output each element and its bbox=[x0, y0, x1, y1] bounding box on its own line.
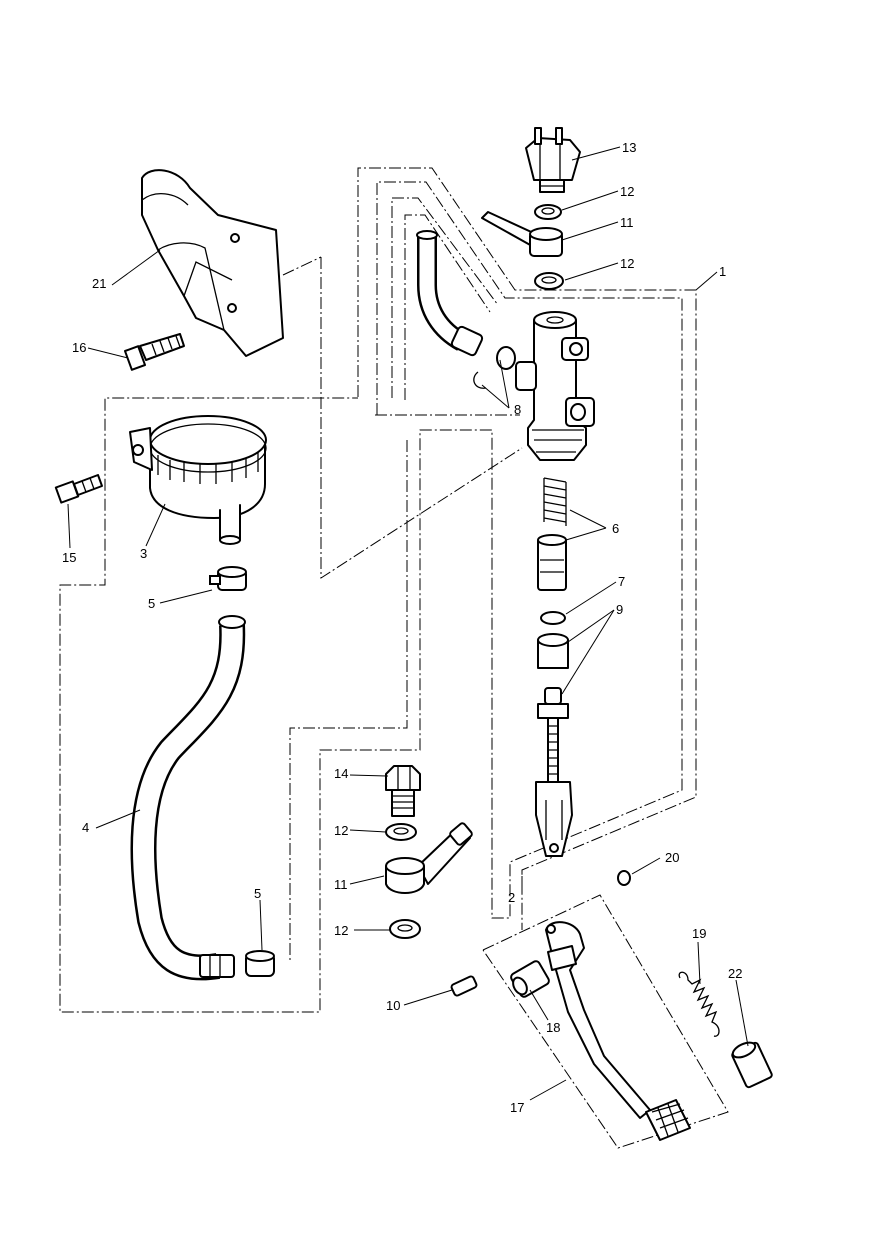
seal-circlip-part-8 bbox=[473, 346, 516, 389]
label-14: 14 bbox=[334, 766, 348, 781]
label-6: 6 bbox=[612, 521, 619, 536]
washer-part-12-upper bbox=[534, 204, 562, 220]
banjo-bolt-part-14 bbox=[385, 765, 421, 817]
spring-piston-part-6 bbox=[537, 477, 567, 591]
assembly-lines bbox=[59, 167, 729, 1149]
label-5-b: 5 bbox=[254, 886, 261, 901]
clip-part-20 bbox=[617, 870, 631, 886]
label-22: 22 bbox=[728, 966, 742, 981]
label-11-a: 11 bbox=[620, 215, 634, 230]
sleeve-part-22 bbox=[731, 1041, 773, 1089]
washer-part-12-lower-b bbox=[389, 919, 421, 939]
label-16: 16 bbox=[72, 340, 86, 355]
label-8: 8 bbox=[514, 402, 521, 417]
label-20: 20 bbox=[665, 850, 679, 865]
label-12-c: 12 bbox=[334, 823, 348, 838]
label-21: 21 bbox=[92, 276, 106, 291]
label-2: 2 bbox=[508, 890, 515, 905]
pin-part-10 bbox=[450, 975, 478, 997]
fluid-reservoir-part-3 bbox=[129, 415, 267, 545]
seal-part-7 bbox=[540, 611, 566, 625]
part-labels: 13 12 11 12 1 21 16 8 6 15 3 7 5 9 14 4 … bbox=[62, 140, 742, 1115]
washer-part-12-lower-a bbox=[385, 823, 417, 841]
return-spring-part-19 bbox=[678, 971, 720, 1037]
label-10: 10 bbox=[386, 998, 400, 1013]
label-19: 19 bbox=[692, 926, 706, 941]
label-18: 18 bbox=[546, 1020, 560, 1035]
label-15: 15 bbox=[62, 550, 76, 565]
label-1: 1 bbox=[719, 264, 726, 279]
master-cylinder-body-part-1 bbox=[515, 311, 595, 461]
banjo-union-part-11-lower bbox=[385, 822, 473, 894]
heel-guard-part-21 bbox=[141, 169, 284, 357]
label-12-b: 12 bbox=[620, 256, 634, 271]
label-7: 7 bbox=[618, 574, 625, 589]
hose-clip-part-5-lower bbox=[245, 950, 275, 977]
label-5-a: 5 bbox=[148, 596, 155, 611]
brake-light-switch-part-13 bbox=[525, 127, 581, 193]
bush-part-18 bbox=[510, 960, 550, 998]
leader-lines bbox=[67, 146, 749, 1101]
label-17: 17 bbox=[510, 1100, 524, 1115]
washer-part-12-middle bbox=[534, 272, 564, 290]
brake-pedal-part-17 bbox=[545, 921, 691, 1141]
bolt-part-16 bbox=[124, 333, 185, 371]
label-13: 13 bbox=[622, 140, 636, 155]
return-tube bbox=[416, 230, 484, 357]
label-4: 4 bbox=[82, 820, 89, 835]
cup-pushrod-part-9 bbox=[535, 633, 573, 857]
label-9: 9 bbox=[616, 602, 623, 617]
hose-clip-part-5-upper bbox=[209, 566, 247, 591]
fluid-hose-part-4 bbox=[130, 615, 246, 981]
label-12-d: 12 bbox=[334, 923, 348, 938]
label-11-b: 11 bbox=[334, 877, 348, 892]
label-3: 3 bbox=[140, 546, 147, 561]
screw-part-15 bbox=[54, 474, 103, 504]
banjo-union-part-11-upper bbox=[481, 211, 563, 257]
label-12-a: 12 bbox=[620, 184, 634, 199]
